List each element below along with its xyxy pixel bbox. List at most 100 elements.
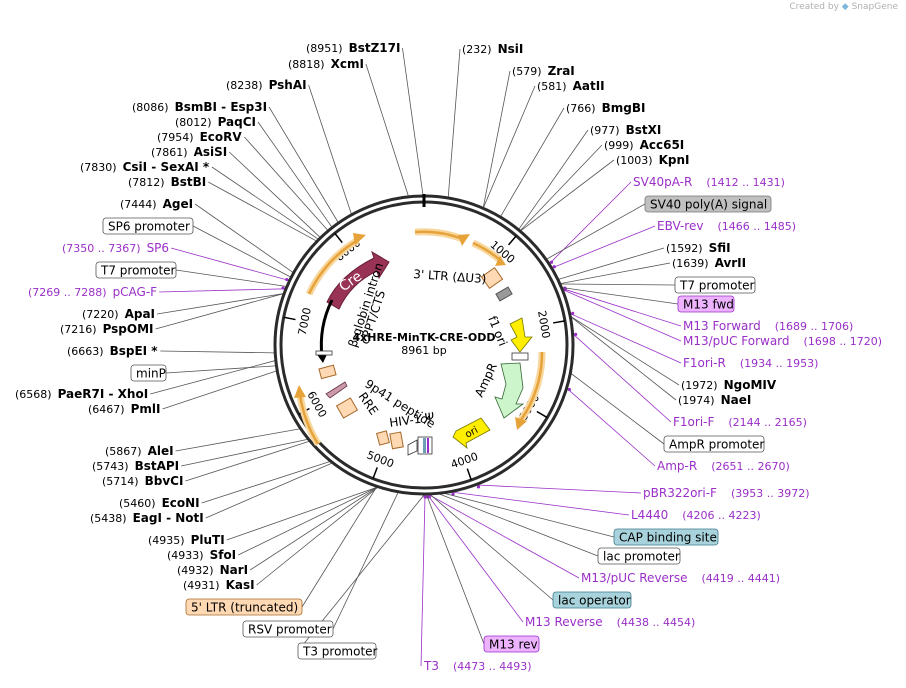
- feature-label: 5' LTR (truncated): [185, 598, 303, 616]
- primer-leader-line: [573, 334, 672, 423]
- feature-leader-line: [444, 493, 615, 538]
- ltr5-box-a: [376, 430, 390, 446]
- enzyme-leader-line: [181, 439, 308, 467]
- enzyme-site-label: (7830) CsiI - SexAI *: [80, 160, 210, 174]
- primer-label: M13/pUC Reverse(4419 .. 4441): [581, 571, 780, 585]
- primer-range: (1466 .. 1485): [717, 220, 796, 233]
- enzyme-leader-line: [402, 47, 424, 196]
- enzyme-leader-line: [185, 441, 310, 482]
- primer-leader-line: [549, 181, 632, 264]
- feature-label-box: [613, 528, 719, 546]
- primer-marker: [552, 265, 556, 269]
- primer-label: T3 (4473 .. 4493): [423, 659, 532, 673]
- primer-name: T3: [423, 659, 439, 673]
- feature-label: minP: [130, 364, 167, 382]
- enzyme-name: NsiI: [498, 42, 524, 56]
- ltr3-label: 3' LTR (ΔU3): [413, 267, 487, 286]
- enzyme-leader-line: [211, 166, 319, 240]
- enzyme-site-label: (8012)PaqCI: [175, 115, 256, 129]
- enzyme-name: SfoI: [210, 548, 237, 562]
- primer-label: M13 Reverse(4438 .. 4454): [525, 615, 695, 629]
- enzyme-leader-line: [226, 486, 377, 541]
- enzyme-leader-line: [558, 247, 665, 280]
- enzyme-leader-line: [571, 316, 680, 386]
- m13-stripe: [427, 438, 429, 453]
- enzyme-name: ApaI: [125, 307, 155, 321]
- ltr5-arrow-head: [353, 233, 366, 245]
- feature-label-text: RSV promoter: [248, 623, 332, 637]
- enzyme-name: NgoMIV: [724, 378, 777, 392]
- primer-range: (1412 .. 1431): [706, 176, 785, 189]
- feature-label-box: [597, 547, 681, 565]
- enzyme-leader-line: [257, 121, 332, 228]
- enzyme-name: BstBI: [171, 175, 207, 189]
- enzyme-name: EcoRV: [200, 130, 243, 144]
- enzyme-site-label: (6663)BspEI *: [67, 344, 158, 358]
- credit-app: SnapGene: [851, 2, 898, 12]
- enzyme-site-label: (7812)BstBI: [128, 175, 206, 189]
- enzyme-site-label: (8951)BstZ17I: [306, 41, 400, 55]
- enzyme-leader-line: [208, 181, 317, 242]
- primer-leader-line: [170, 247, 289, 281]
- primer-marker: [285, 277, 289, 282]
- enzyme-name: BstZ17I: [349, 41, 401, 55]
- enzyme-site-label: (7220) ApaI: [82, 307, 155, 321]
- ltr3-arrow-head: [458, 234, 470, 246]
- primer-name: pBR322ori-F: [643, 486, 717, 500]
- primer-leader-line: [567, 388, 656, 467]
- enzyme-leader-line: [520, 144, 603, 231]
- enzyme-site-position: (5714): [102, 475, 139, 488]
- enzyme-site-position: (6663): [67, 345, 104, 358]
- primer-leader-line: [477, 484, 642, 494]
- enzyme-name: KpnI: [659, 153, 690, 167]
- plasmid-name: 4xHRE-MinTK-CRE-ODD: [353, 331, 496, 344]
- enzyme-site-label: (5438)EagI - NotI: [90, 511, 204, 525]
- enzyme-site-position: (5438): [90, 512, 127, 525]
- ampr-arrow: [494, 362, 525, 419]
- enzyme-name: EcoNI: [162, 496, 200, 510]
- feature-label-box: [674, 276, 756, 294]
- enzyme-leader-line: [256, 487, 378, 586]
- enzyme-leader-line: [205, 462, 332, 519]
- enzyme-site-position: (7220): [82, 308, 119, 321]
- enzyme-site-label: (1974)NaeI: [678, 393, 751, 407]
- enzyme-site-position: (7830): [80, 161, 117, 174]
- feature-leader-line: [192, 225, 291, 278]
- primer-label: F1ori-F(2144 .. 2165): [673, 415, 807, 429]
- ltr5-arrow-core: [307, 238, 359, 295]
- enzyme-leader-line: [571, 316, 677, 401]
- ampr-promoter-box: [511, 352, 529, 361]
- feature-leader-line: [439, 493, 599, 557]
- enzyme-name: SfiI: [709, 241, 731, 255]
- feature-label-box: [663, 435, 765, 453]
- polya-box: [495, 286, 513, 302]
- enzyme-leader-line: [162, 370, 277, 410]
- enzyme-leader-line: [560, 262, 671, 284]
- enzyme-site-position: (5743): [92, 460, 129, 473]
- feature-label-box: [95, 261, 177, 279]
- feature-label-box: [297, 642, 377, 660]
- rsv-promoter-arrow: [407, 439, 418, 456]
- feature-label-box: [130, 364, 167, 382]
- feature-leader-line: [165, 365, 276, 374]
- primer-label: M13 Forward(1689 .. 1706): [683, 319, 853, 333]
- feature-leader-line: [571, 373, 665, 445]
- feature-leader-line: [561, 283, 676, 286]
- enzyme-site-position: (4933): [167, 549, 204, 562]
- feature-label-text: AmpR promoter: [669, 438, 764, 452]
- enzyme-site-label: (5460) EcoNI: [119, 496, 200, 510]
- enzyme-site-position: (1972): [681, 379, 718, 392]
- enzyme-site-label: (999)Acc65I: [604, 138, 684, 152]
- enzyme-name: ZraI: [548, 64, 575, 78]
- primer-range: (4473 .. 4493): [453, 660, 532, 673]
- f1ori-arrow: [509, 317, 533, 353]
- primer-leader-line: [159, 288, 285, 293]
- primer-leader-line: [570, 313, 682, 364]
- enzyme-leader-line: [365, 63, 409, 196]
- enzyme-name: CsiI - SexAI *: [123, 160, 210, 174]
- feature-label: SP6 promoter: [102, 217, 194, 235]
- enzyme-site-position: (5460): [119, 497, 156, 510]
- enzyme-name: PaeR7I - XhoI: [58, 387, 149, 401]
- enzyme-name: PshAI: [269, 78, 307, 92]
- feature-label-text: SP6 promoter: [108, 220, 190, 234]
